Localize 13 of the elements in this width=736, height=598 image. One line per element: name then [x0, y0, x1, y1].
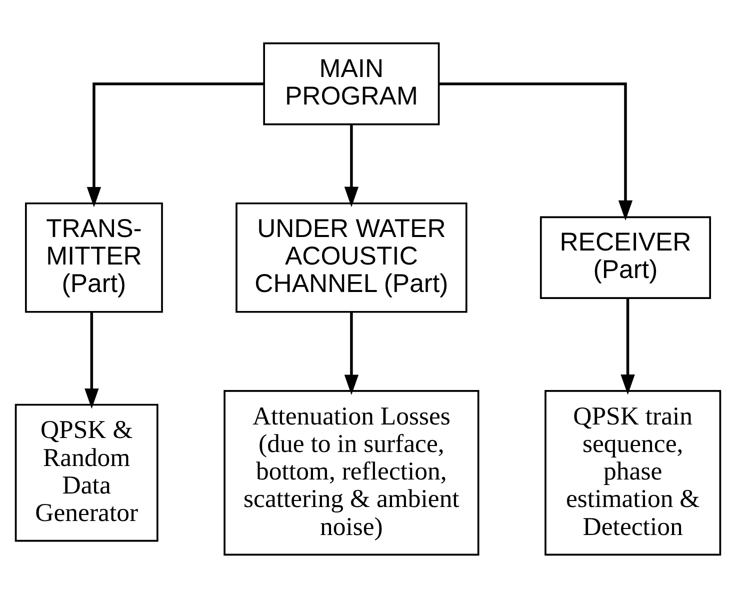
arrow — [86, 82, 264, 208]
node-box: MAIN PROGRAM — [263, 42, 440, 126]
node-box: QPSK & Random Data Generator — [14, 404, 158, 542]
arrow — [438, 82, 633, 221]
arrow — [84, 312, 99, 409]
node-box: UNDER WATER ACOUSTIC CHANNEL (Part) — [236, 202, 468, 313]
node-box: QPSK train sequence, phase estimation & Detection — [544, 390, 722, 556]
arrow — [344, 125, 359, 208]
node-box: RECEIVER (Part) — [540, 216, 711, 299]
arrow — [620, 298, 635, 395]
arrow — [344, 312, 359, 395]
node-box: Attenuation Losses (due to in surface, bottom, reflection, scattering & ambient noise) — [224, 390, 480, 556]
node-box: TRANS- MITTER (Part) — [25, 202, 163, 313]
